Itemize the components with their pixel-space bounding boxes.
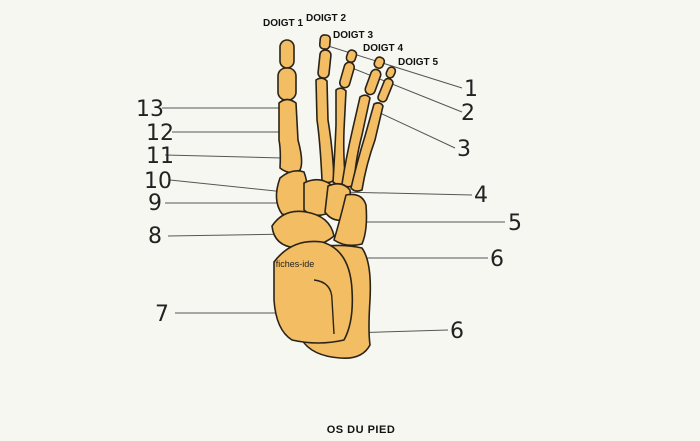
label-number-3: 3: [457, 137, 471, 162]
label-number-6b: 6: [450, 319, 464, 344]
toe-5-bones: [350, 66, 397, 192]
label-number-9: 9: [148, 191, 162, 216]
numbers-left: 13 12 11 10 9 8 7: [136, 97, 174, 327]
watermark-text: fiches-ide: [276, 259, 315, 269]
label-number-2: 2: [461, 101, 475, 126]
toe-1-bones: [277, 39, 303, 174]
distal-phalanx-1: [279, 39, 295, 69]
label-number-13: 13: [136, 97, 164, 122]
medial-cuneiform: [275, 170, 309, 217]
talus-inner-line: [313, 279, 335, 335]
diagram-caption: OS DU PIED: [327, 424, 396, 436]
label-number-11: 11: [146, 144, 174, 169]
toe-2-bones: [315, 34, 335, 184]
navicular: [271, 210, 335, 249]
label-number-7: 7: [155, 302, 169, 327]
numbers-right: 1 2 3 4 5 6 6: [450, 77, 522, 344]
cuboid: [333, 193, 368, 247]
metatarsal-2: [315, 77, 335, 184]
toe-label-5: DOIGT 5: [398, 57, 438, 68]
tarsal-bones: [271, 170, 368, 249]
label-number-1: 1: [464, 77, 478, 102]
label-number-8: 8: [148, 224, 162, 249]
label-number-4: 4: [474, 183, 488, 208]
label-number-10: 10: [144, 169, 172, 194]
metatarsal-5: [350, 102, 384, 192]
talus: [273, 240, 354, 344]
toe-label-1: DOIGT 1: [263, 18, 303, 29]
label-number-5: 5: [508, 211, 522, 236]
toe-label-3: DOIGT 3: [333, 30, 373, 41]
metatarsal-1: [278, 98, 303, 174]
label-number-12: 12: [146, 121, 174, 146]
proximal-phalanx-1: [277, 67, 297, 101]
toe-labels: DOIGT 1 DOIGT 2 DOIGT 3 DOIGT 4 DOIGT 5: [263, 13, 438, 68]
toe-label-4: DOIGT 4: [363, 43, 403, 54]
toe-label-2: DOIGT 2: [306, 13, 346, 24]
label-number-6a: 6: [490, 247, 504, 272]
